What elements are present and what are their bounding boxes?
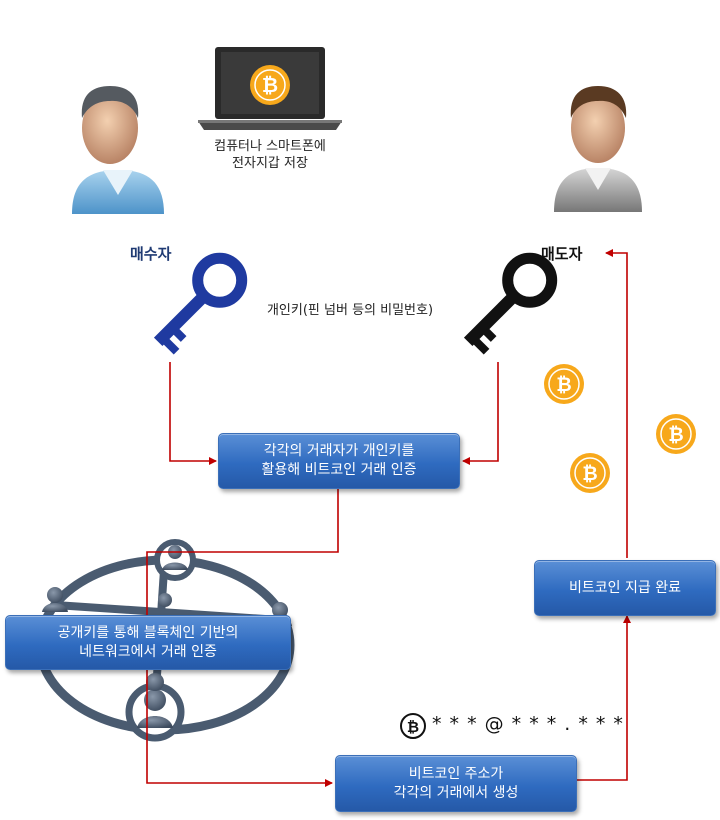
network-box-line2: 네트워크에서 거래 인증 <box>79 643 217 660</box>
bitcoin-icon: ₿ <box>250 65 290 105</box>
svg-text:₿: ₿ <box>407 718 419 736</box>
buyer-avatar <box>72 86 164 214</box>
address-box-line1: 비트코인 주소가 <box>408 765 504 782</box>
seller-label: 매도자 <box>541 245 583 263</box>
buyer-label: 매수자 <box>130 245 172 263</box>
private-key-label: 개인키(핀 넘버 등의 비밀번호) <box>266 303 434 318</box>
address-bitcoin-icon: ₿ <box>400 713 426 739</box>
address-box-line2: 각각의 거래에서 생성 <box>393 784 519 801</box>
network-box-line1: 공개키를 통해 블록체인 기반의 <box>57 624 239 641</box>
svg-text:₿: ₿ <box>668 424 683 446</box>
arrow-payment-to-seller <box>605 249 628 558</box>
bitcoin-address-text: * * * @ * * * . * * * <box>432 713 624 735</box>
seller-avatar <box>554 86 642 212</box>
payment-box-text: 비트코인 지급 완료 <box>569 579 681 596</box>
network-box: 공개키를 통해 블록체인 기반의 네트워크에서 거래 인증 <box>5 615 291 670</box>
auth-box: 각각의 거래자가 개인키를 활용해 비트코인 거래 인증 <box>218 433 460 489</box>
bitcoin-coin-icon: ₿ <box>544 364 584 404</box>
arrow-address-to-payment <box>577 615 631 781</box>
svg-text:₿: ₿ <box>582 463 597 485</box>
auth-box-line1: 각각의 거래자가 개인키를 <box>263 443 415 459</box>
bitcoin-coin-icon: ₿ <box>656 414 696 454</box>
payment-box: 비트코인 지급 완료 <box>534 560 716 616</box>
svg-text:₿: ₿ <box>262 73 278 97</box>
seller-key-icon <box>463 252 558 355</box>
wallet-caption-line2: 전자지갑 저장 <box>232 156 308 171</box>
arrow-buyer-to-auth <box>169 362 217 465</box>
wallet-caption-line1: 컴퓨터나 스마트폰에 <box>214 139 326 154</box>
auth-box-line2: 활용해 비트코인 거래 인증 <box>261 462 417 478</box>
svg-text:₿: ₿ <box>556 374 571 396</box>
bitcoin-coin-icon: ₿ <box>570 453 610 493</box>
wallet-caption: 컴퓨터나 스마트폰에 전자지갑 저장 <box>180 138 360 172</box>
address-box: 비트코인 주소가 각각의 거래에서 생성 <box>335 755 577 812</box>
arrow-auth-to-address <box>146 488 339 787</box>
flow-arrows <box>146 249 631 787</box>
buyer-key-icon <box>153 252 248 355</box>
arrow-seller-to-auth <box>462 362 499 465</box>
